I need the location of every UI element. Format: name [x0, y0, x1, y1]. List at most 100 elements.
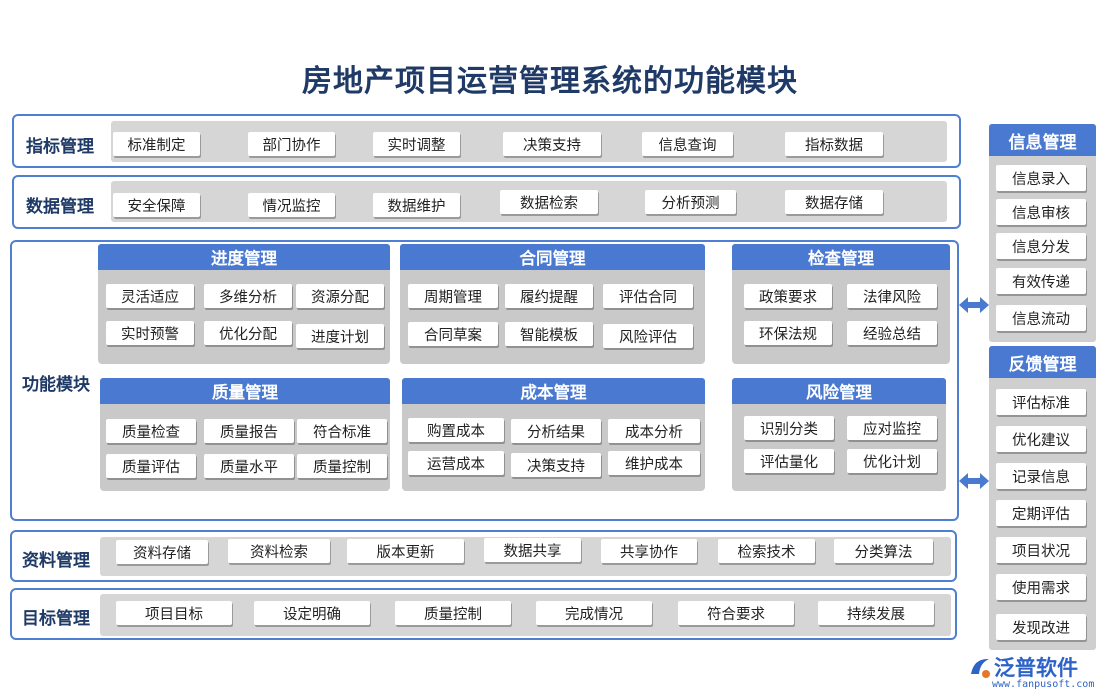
row-item: 指标数据 [785, 132, 883, 156]
logo-icon [971, 658, 990, 678]
row-item: 质量控制 [395, 601, 511, 625]
row-item: 完成情况 [536, 601, 652, 625]
panel-risk: 风险管理 识别分类 应对监控 评估量化 优化计划 [732, 378, 946, 491]
panel-item: 应对监控 [847, 416, 937, 440]
row-item: 数据维护 [373, 193, 460, 217]
row-item: 资料检索 [228, 539, 330, 563]
side-panel-title: 信息管理 [989, 124, 1096, 156]
row-item: 数据共享 [484, 538, 581, 562]
panel-title: 风险管理 [732, 378, 946, 404]
row-item: 共享协作 [601, 539, 697, 563]
panel-item: 决策支持 [511, 453, 601, 477]
data-management-row: 数据管理 安全保障 情况监控 数据维护 数据检索 分析预测 数据存储 [12, 175, 961, 229]
panel-item: 成本分析 [608, 419, 700, 443]
row-item: 项目目标 [116, 601, 232, 625]
row-item: 决策支持 [503, 132, 601, 156]
side-item: 信息流动 [996, 305, 1086, 331]
row-item: 部门协作 [248, 132, 335, 156]
row-item: 检索技术 [718, 539, 815, 563]
panel-title: 检查管理 [732, 244, 950, 270]
panel-item: 识别分类 [744, 416, 834, 440]
row-item: 持续发展 [818, 601, 934, 625]
side-item: 有效传递 [996, 268, 1086, 294]
panel-item: 风险评估 [603, 324, 693, 348]
panel-title: 合同管理 [400, 244, 705, 270]
side-item: 记录信息 [996, 463, 1086, 489]
side-item: 定期评估 [996, 500, 1086, 526]
panel-item: 维护成本 [608, 451, 700, 475]
side-panel-title: 反馈管理 [989, 346, 1096, 378]
panel-item: 符合标准 [297, 419, 387, 443]
row-item: 信息查询 [642, 132, 733, 156]
row-item: 设定明确 [254, 601, 370, 625]
panel-item: 履约提醒 [505, 284, 593, 308]
row-label: 目标管理 [22, 609, 90, 629]
panel-progress: 进度管理 灵活适应 多维分析 资源分配 实时预警 优化分配 进度计划 [98, 244, 390, 364]
row-label: 资料管理 [22, 551, 90, 571]
side-item: 信息分发 [996, 233, 1086, 259]
panel-contract: 合同管理 周期管理 履约提醒 评估合同 合同草案 智能模板 风险评估 [400, 244, 705, 364]
panel-item: 优化计划 [847, 449, 937, 473]
row-item: 标准制定 [113, 132, 200, 156]
panel-item: 多维分析 [204, 284, 292, 308]
panel-item: 法律风险 [847, 284, 937, 308]
row-item: 实时调整 [373, 132, 460, 156]
row-label: 数据管理 [26, 197, 94, 217]
logo-url: www.fanpusoft.com [992, 679, 1095, 690]
panel-item: 环保法规 [744, 321, 832, 345]
block-label: 功能模块 [22, 375, 90, 395]
panel-item: 实时预警 [106, 321, 194, 345]
panel-quality: 质量管理 质量检查 质量报告 符合标准 质量评估 质量水平 质量控制 [100, 378, 390, 491]
indicator-management-row: 指标管理 标准制定 部门协作 实时调整 决策支持 信息查询 指标数据 [12, 114, 961, 168]
feedback-management-panel: 反馈管理 评估标准 优化建议 记录信息 定期评估 项目状况 使用需求 发现改进 [989, 346, 1096, 650]
function-modules-block: 功能模块 进度管理 灵活适应 多维分析 资源分配 实时预警 优化分配 进度计划 … [10, 240, 959, 521]
side-item: 项目状况 [996, 537, 1086, 563]
panel-item: 分析结果 [511, 419, 601, 443]
row-item: 资料存储 [116, 540, 208, 564]
panel-item: 质量评估 [106, 454, 196, 478]
logo-name: 泛普软件 [994, 656, 1078, 680]
row-item: 安全保障 [113, 193, 200, 217]
panel-title: 成本管理 [402, 378, 705, 404]
row-item: 分类算法 [834, 539, 933, 563]
panel-item: 评估合同 [603, 284, 693, 308]
panel-item: 智能模板 [505, 322, 593, 346]
panel-title: 进度管理 [98, 244, 390, 270]
panel-item: 经验总结 [847, 321, 937, 345]
panel-cost: 成本管理 购置成本 分析结果 成本分析 运营成本 决策支持 维护成本 [402, 378, 705, 491]
panel-inspection: 检查管理 政策要求 法律风险 环保法规 经验总结 [732, 244, 950, 364]
row-item: 版本更新 [347, 539, 464, 563]
panel-item: 资源分配 [296, 284, 384, 308]
side-item: 使用需求 [996, 574, 1086, 600]
double-arrow-icon [959, 297, 989, 313]
row-item: 符合要求 [678, 601, 794, 625]
panel-item: 进度计划 [296, 324, 384, 348]
goals-management-row: 目标管理 项目目标 设定明确 质量控制 完成情况 符合要求 持续发展 [10, 588, 957, 640]
materials-management-row: 资料管理 资料存储 资料检索 版本更新 数据共享 共享协作 检索技术 分类算法 [10, 530, 957, 582]
brand-logo: 泛普软件 www.fanpusoft.com [968, 652, 1096, 696]
row-label: 指标管理 [26, 137, 94, 157]
panel-item: 质量控制 [297, 454, 387, 478]
page-title: 房地产项目运营管理系统的功能模块 [302, 64, 798, 99]
side-item: 发现改进 [996, 614, 1086, 640]
panel-item: 购置成本 [408, 418, 504, 442]
row-tray [100, 594, 951, 636]
side-item: 评估标准 [996, 389, 1086, 415]
row-item: 数据存储 [785, 190, 883, 214]
panel-item: 运营成本 [408, 451, 504, 475]
side-item: 信息录入 [996, 165, 1086, 191]
panel-item: 周期管理 [408, 284, 498, 308]
panel-item: 政策要求 [744, 284, 832, 308]
panel-item: 合同草案 [408, 322, 498, 346]
info-management-panel: 信息管理 信息录入 信息审核 信息分发 有效传递 信息流动 [989, 124, 1096, 342]
panel-item: 评估量化 [744, 449, 834, 473]
side-item: 优化建议 [996, 426, 1086, 452]
row-item: 分析预测 [645, 190, 736, 214]
panel-item: 质量报告 [204, 419, 294, 443]
panel-item: 质量水平 [204, 454, 294, 478]
row-item: 情况监控 [248, 193, 335, 217]
row-item: 数据检索 [500, 190, 598, 214]
panel-item: 灵活适应 [106, 284, 194, 308]
panel-item: 优化分配 [204, 321, 292, 345]
panel-title: 质量管理 [100, 378, 390, 404]
